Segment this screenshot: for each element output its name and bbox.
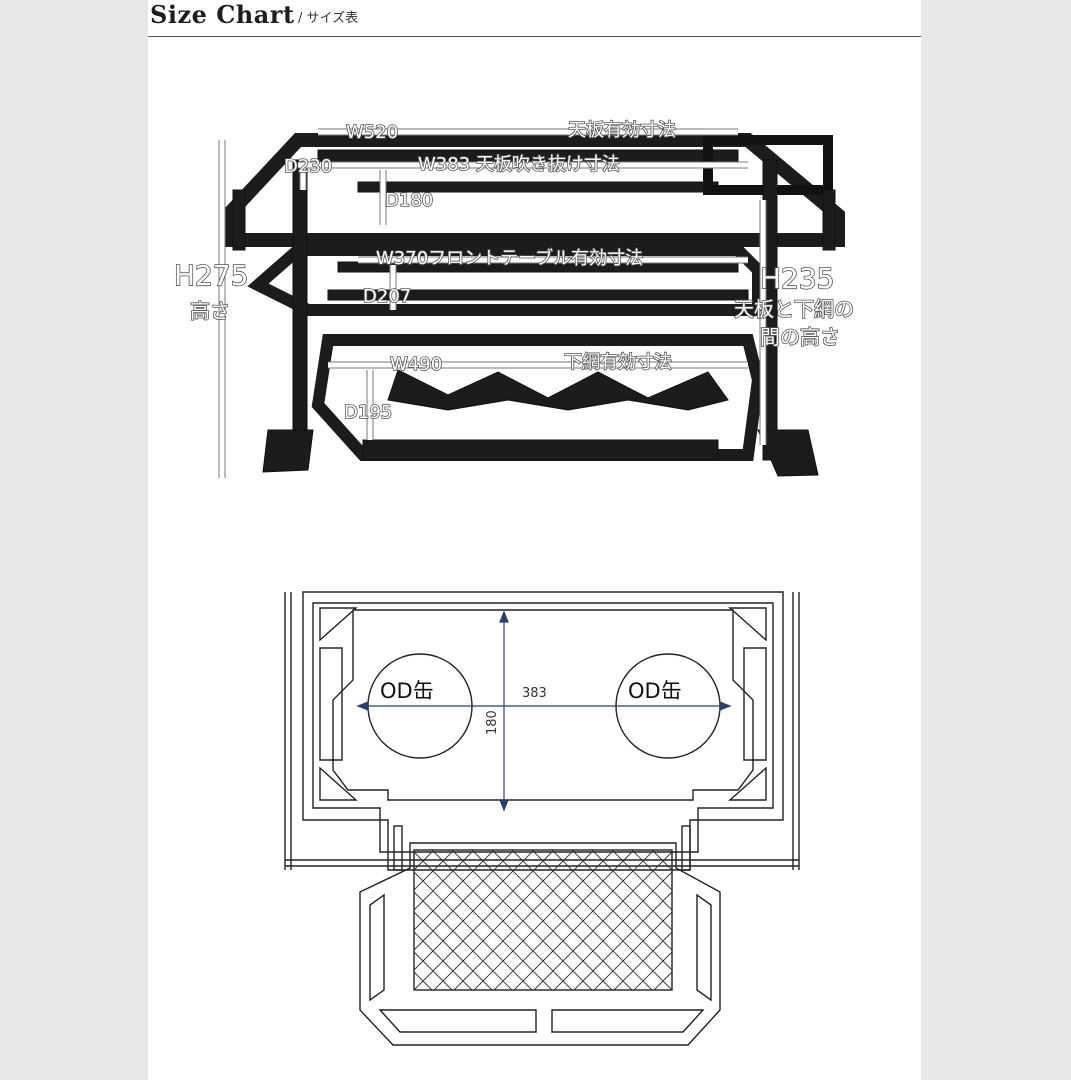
label-between-2: 間の高さ — [760, 325, 840, 349]
perspective-diagram: W520 天板有効寸法 D230 W383 天板吹き抜け寸法 D180 W370… — [173, 119, 855, 478]
label-w370-front: W370フロントテーブル有効寸法 — [376, 247, 643, 269]
label-height: 高さ — [190, 299, 230, 323]
od-can-left-label: OD缶 — [380, 679, 434, 703]
rack-illustration — [221, 133, 845, 477]
page-title: Size Chart — [150, 0, 295, 29]
label-d180: D180 — [385, 190, 433, 211]
label-top-effective: 天板有効寸法 — [568, 120, 676, 141]
plan-depth-dimension: 180 — [485, 710, 500, 735]
label-d230: D230 — [284, 156, 332, 177]
plan-dimension-lines — [356, 610, 732, 812]
label-lower-net: 下網有効寸法 — [564, 352, 672, 373]
label-d207: D207 — [363, 286, 411, 307]
od-can-right-label: OD缶 — [628, 679, 682, 703]
dimension-arrows — [218, 128, 767, 478]
label-h235: H235 — [760, 262, 835, 295]
header: Size Chart / サイズ表 — [148, 0, 921, 37]
label-between-1: 天板と下網の — [734, 297, 854, 321]
mesh-pattern — [413, 849, 673, 991]
label-h275: H275 — [174, 259, 249, 292]
plan-outline — [284, 591, 800, 1046]
label-d195: D195 — [344, 402, 392, 423]
label-w490: W490 — [390, 354, 442, 375]
label-w520: W520 — [346, 122, 398, 143]
page-subtitle: / サイズ表 — [298, 11, 359, 26]
size-chart-page: Size Chart / サイズ表 — [148, 0, 921, 1080]
label-w383-cutout: W383 天板吹き抜け寸法 — [418, 154, 620, 175]
plan-width-dimension: 383 — [522, 686, 547, 701]
